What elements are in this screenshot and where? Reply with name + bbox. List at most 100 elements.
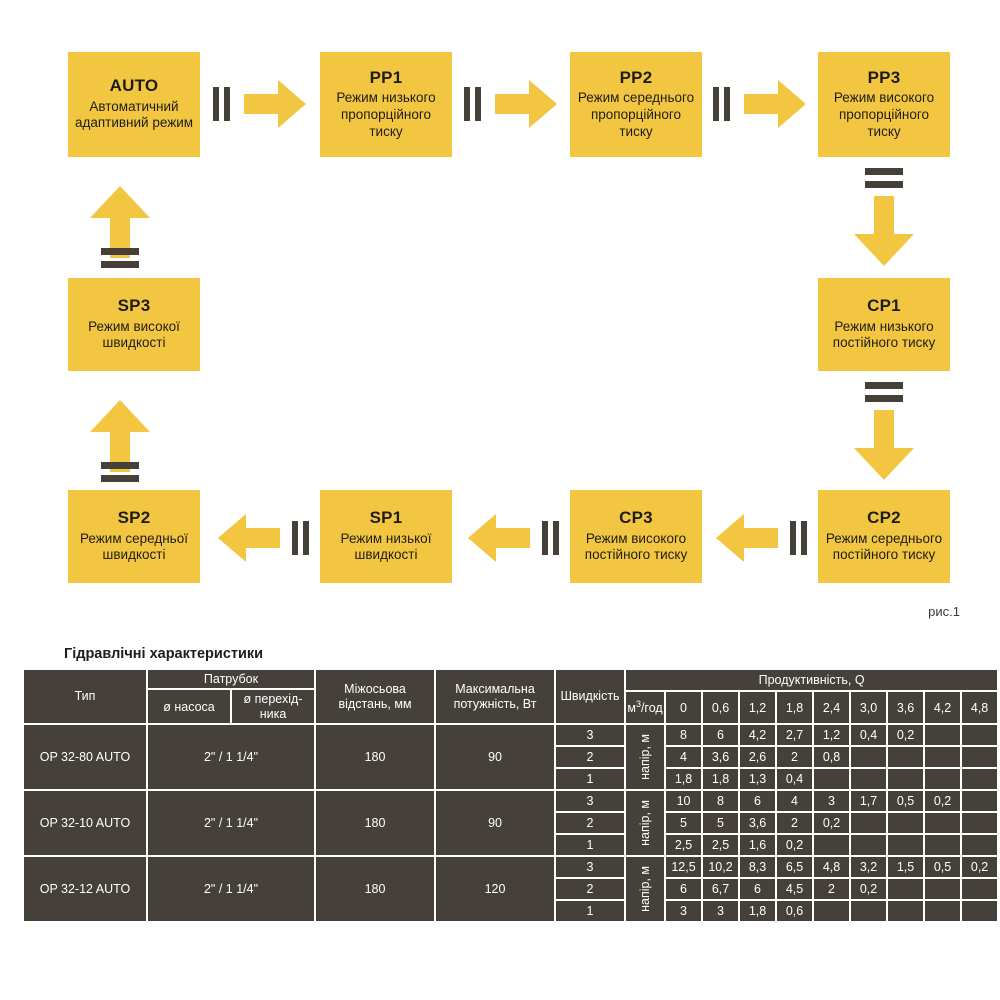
cell-head-value: 0,2 <box>925 791 961 812</box>
cell-speed: 2 <box>556 813 625 834</box>
cell-type: OP 32-80 AUTO <box>24 725 146 790</box>
cell-head-value: 0,6 <box>777 901 813 922</box>
cell-head-value: 8 <box>703 791 739 812</box>
cell-head-value: 4,8 <box>814 857 850 878</box>
cell-axis-distance: 180 <box>316 857 435 922</box>
header-adapter-diameter: ø перехід-ника <box>232 690 315 724</box>
cell-head-value: 2 <box>777 747 813 768</box>
cell-head-value <box>962 901 998 922</box>
cell-head-value <box>814 769 850 790</box>
cell-head-value <box>888 813 924 834</box>
cell-speed: 1 <box>556 901 625 922</box>
cell-head-value: 1,5 <box>888 857 924 878</box>
cell-head-value: 0,2 <box>777 835 813 856</box>
header-flow-value-1: 0,6 <box>703 692 739 724</box>
cell-head-value: 6 <box>740 879 776 900</box>
cell-head-value: 3 <box>703 901 739 922</box>
cell-head-value: 1,3 <box>740 769 776 790</box>
cell-head-value <box>962 835 998 856</box>
cell-head-value <box>962 879 998 900</box>
cell-head-value: 2,5 <box>703 835 739 856</box>
node-code: AUTO <box>109 75 159 95</box>
node-code: PP3 <box>867 67 901 87</box>
flow-dash-pp2-pp3 <box>713 87 730 121</box>
node-code: CP3 <box>619 507 653 527</box>
cell-head-value: 2,5 <box>666 835 702 856</box>
cell-type: OP 32-12 AUTO <box>24 857 146 922</box>
cell-head-value <box>925 901 961 922</box>
cell-max-power: 90 <box>436 791 555 856</box>
cell-head-value: 1,8 <box>703 769 739 790</box>
header-speed: Швидкість <box>556 670 625 724</box>
cell-head-value: 1,8 <box>740 901 776 922</box>
cell-head-value <box>851 769 887 790</box>
cell-head-value: 2,6 <box>740 747 776 768</box>
cell-head-value <box>925 725 961 746</box>
cell-head-value: 3,6 <box>703 747 739 768</box>
flow-arrow-auto-pp1 <box>244 80 306 128</box>
cell-speed: 1 <box>556 835 625 856</box>
cell-speed: 3 <box>556 725 625 746</box>
cell-speed: 3 <box>556 857 625 878</box>
flow-dash-auto-pp1 <box>213 87 230 121</box>
cell-head-value: 0,4 <box>777 769 813 790</box>
cell-head-value: 1,6 <box>740 835 776 856</box>
cell-head-value <box>851 747 887 768</box>
cell-head-value: 12,5 <box>666 857 702 878</box>
cell-head-value: 2 <box>814 879 850 900</box>
cell-head-value: 0,5 <box>888 791 924 812</box>
flow-arrow-cp1-cp2 <box>854 410 914 482</box>
cell-head-value: 6 <box>740 791 776 812</box>
header-type: Тип <box>24 670 146 724</box>
cell-axis-distance: 180 <box>316 725 435 790</box>
cell-head-value: 1,7 <box>851 791 887 812</box>
hydraulic-table-section: Гідравлічні характеристики Тип Патрубок … <box>22 646 998 923</box>
cell-head-value: 10 <box>666 791 702 812</box>
header-pump-diameter: ø насоса <box>148 690 230 724</box>
cell-head-value: 0,2 <box>888 725 924 746</box>
cell-head-value: 8 <box>666 725 702 746</box>
cell-nozzle: 2" / 1 1/4" <box>148 725 315 790</box>
cell-head-value <box>888 879 924 900</box>
header-flow-value-3: 1,8 <box>777 692 813 724</box>
table-title: Гідравлічні характеристики <box>64 646 264 662</box>
cell-head-value <box>814 835 850 856</box>
node-code: PP1 <box>369 67 403 87</box>
header-flow-value-2: 1,2 <box>740 692 776 724</box>
cell-head-value <box>925 879 961 900</box>
cell-nozzle: 2" / 1 1/4" <box>148 857 315 922</box>
cell-head-value: 1,2 <box>814 725 850 746</box>
node-code: PP2 <box>619 67 653 87</box>
cell-head-value: 6,7 <box>703 879 739 900</box>
flow-arrow-sp1-sp2 <box>218 514 280 562</box>
flow-dash-cp1-cp2 <box>865 382 903 402</box>
cell-max-power: 90 <box>436 725 555 790</box>
flow-dash-sp3-auto <box>101 248 139 268</box>
cell-head-value: 3 <box>666 901 702 922</box>
cell-head-value: 3 <box>814 791 850 812</box>
flow-dash-sp2-sp3 <box>101 462 139 482</box>
cell-head-value: 0,4 <box>851 725 887 746</box>
